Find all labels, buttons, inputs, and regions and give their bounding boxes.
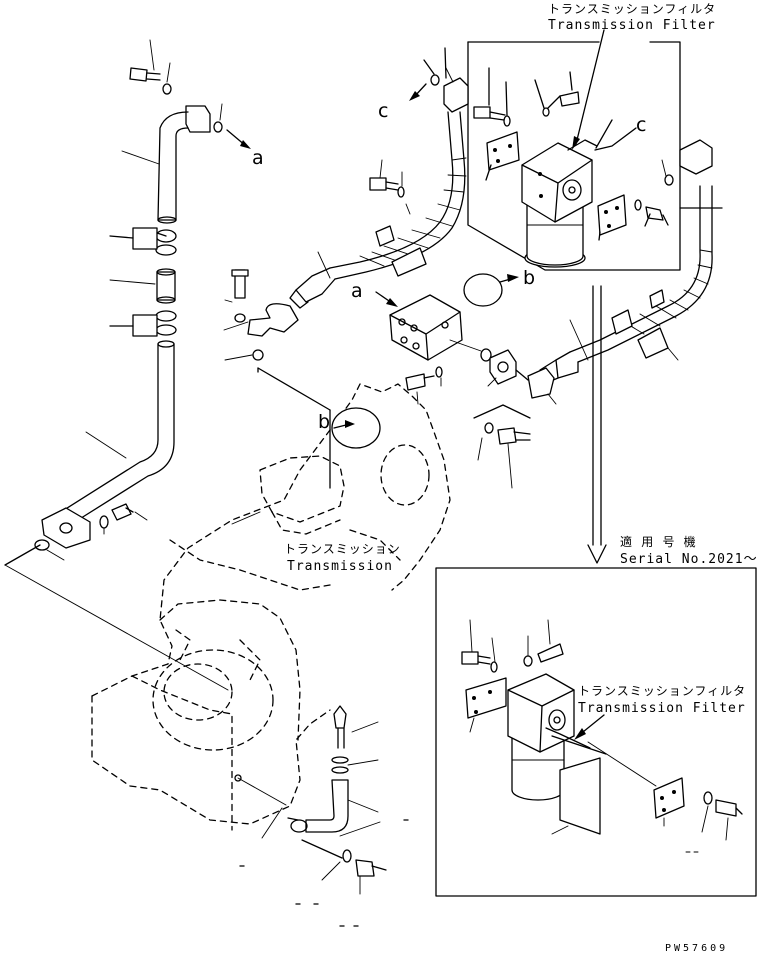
- inset-filter: [507, 673, 657, 835]
- right-hose: [539, 139, 713, 385]
- filter-bracket-right: [597, 194, 627, 236]
- left-bottom-bolt: [99, 503, 148, 535]
- ref-letter-b-right: b: [523, 267, 535, 289]
- filter-label-jp: トランスミッションフィルタ: [548, 2, 716, 16]
- ref-letter-c-left: c: [378, 100, 388, 122]
- transmission-label-jp: トランスミッション: [284, 542, 401, 556]
- inset-filter-label-en: Transmission Filter: [578, 701, 746, 716]
- leader-lines-filter: [485, 67, 601, 241]
- filter-label-pointer: [572, 29, 605, 150]
- inset-bolts: [461, 619, 743, 853]
- connector-bolts: [405, 366, 443, 405]
- filter-bolt-2: [542, 91, 580, 117]
- left-bolt: [129, 39, 172, 95]
- serial-label-jp: 適 用 号 機: [620, 534, 697, 549]
- transmission-body: [91, 383, 451, 831]
- inset-filter-label-jp: トランスミッションフィルタ: [578, 684, 746, 698]
- filter-bolt-3: [634, 199, 669, 226]
- inset-bracket-left: [465, 677, 507, 733]
- serial-inset-frame: [435, 567, 757, 897]
- left-elbow-assembly: [223, 269, 331, 411]
- hose-segment: [109, 268, 176, 304]
- ref-letter-a-top: a: [252, 147, 264, 169]
- inset-filter-pointer: [574, 714, 605, 740]
- right-hose-fittings: [473, 349, 557, 489]
- leader-left-long: [4, 564, 229, 691]
- filter-bracket-left: [486, 131, 520, 171]
- ref-letter-c-right: c: [636, 114, 646, 136]
- left-pipe-lower: [41, 340, 175, 549]
- hose-clamp-upper: [132, 227, 177, 256]
- misc-ticks: [239, 819, 409, 927]
- drawing-code: PW57609: [665, 943, 728, 954]
- hose-clamp-lower: [132, 310, 177, 337]
- inset-bracket-right: [653, 777, 685, 827]
- serial-label-en: Serial No.2021～: [620, 552, 758, 567]
- filter-bolt-1: [473, 106, 511, 127]
- transmission-filter: [521, 139, 598, 268]
- upper-hose: [289, 67, 469, 309]
- leader-lines-misc: [109, 47, 651, 327]
- filter-group-outline: [467, 41, 723, 271]
- transmission-label-en: Transmission: [287, 559, 393, 574]
- filter-label-en: Transmission Filter: [548, 18, 716, 33]
- upper-hose-bolt: [317, 159, 411, 279]
- center-connector: [375, 273, 519, 362]
- left-oring: [4, 539, 65, 566]
- ref-letter-a-mid: a: [351, 280, 363, 302]
- ref-letter-b-left: b: [318, 411, 330, 433]
- left-pipe-upper: [121, 103, 251, 224]
- serial-arrow: [587, 285, 607, 564]
- dipstick-assembly: [237, 705, 387, 895]
